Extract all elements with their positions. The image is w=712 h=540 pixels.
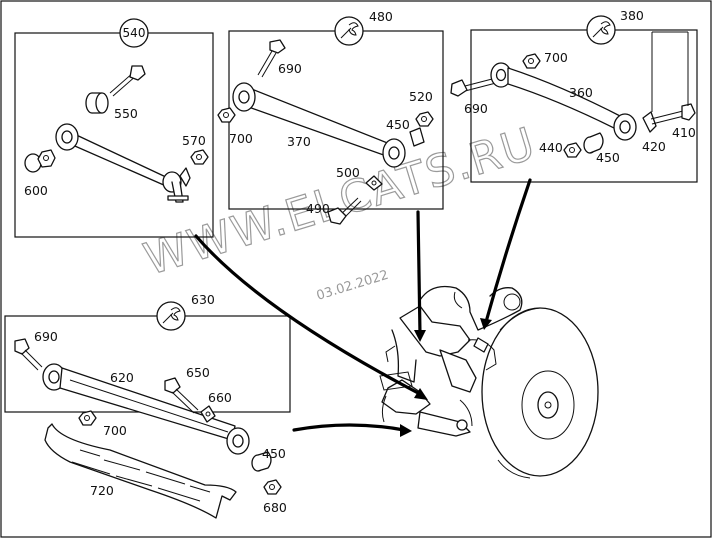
bolt-690-upper [257, 39, 286, 78]
label-720: 720 [90, 483, 114, 498]
washer-420 [642, 111, 657, 133]
label-490: 490 [306, 201, 330, 216]
wrench-icon [340, 22, 359, 39]
bolt-550 [109, 65, 146, 97]
nut-700-lower [78, 410, 97, 426]
arrow-head-480 [414, 330, 426, 342]
label-520: 520 [409, 89, 433, 104]
group-480: 480 690 370 700 520 450 500 [217, 9, 444, 225]
label-600: 600 [24, 183, 48, 198]
leader-540 [194, 234, 422, 396]
bolt-410 [650, 103, 696, 125]
bushing-450-right [583, 132, 604, 154]
label-660: 660 [208, 390, 232, 405]
box-540 [14, 32, 214, 238]
group-number-380: 380 [620, 8, 644, 23]
label-500: 500 [336, 165, 360, 180]
label-650: 650 [186, 365, 210, 380]
nut-600 [24, 149, 56, 173]
label-700-right: 700 [544, 50, 568, 65]
nut-570 [190, 149, 209, 165]
arrow-head-540 [414, 388, 428, 400]
wrench-icon [592, 21, 611, 38]
label-450-upper: 450 [386, 117, 410, 132]
nut-680 [263, 479, 282, 495]
label-690-upper: 690 [278, 61, 302, 76]
watermark-date: 03.02.2022 [315, 268, 391, 304]
label-450-right: 450 [596, 150, 620, 165]
nut-700-right [522, 53, 541, 69]
label-450-lower: 450 [262, 446, 286, 461]
washer-500 [365, 175, 383, 191]
label-440: 440 [539, 140, 563, 155]
label-360: 360 [569, 85, 593, 100]
wrench-icon [162, 307, 181, 324]
leader-380 [484, 178, 532, 324]
label-370: 370 [287, 134, 311, 149]
label-570: 570 [182, 133, 206, 148]
bolt-650 [164, 377, 199, 414]
washer-660 [200, 405, 216, 423]
group-380: 380 700 690 360 420 410 [450, 8, 698, 183]
trailing-link-540 [55, 123, 191, 203]
label-690-lower: 690 [34, 329, 58, 344]
group-number-630: 630 [191, 292, 215, 307]
label-690-right: 690 [464, 101, 488, 116]
group-number-circle-540 [119, 18, 149, 48]
bushing-450-lower [251, 451, 272, 472]
leader-480 [416, 210, 422, 336]
label-700-upper: 700 [229, 131, 253, 146]
bolt-690-lower [14, 338, 43, 371]
control-arm-360 [490, 62, 637, 141]
nut-440 [563, 142, 582, 158]
group-number-480: 480 [369, 9, 393, 24]
bushing-450-upper [409, 127, 425, 147]
arrow-head-630 [400, 424, 412, 437]
group-630: 630 690 620 650 660 [4, 292, 291, 455]
bolt-490 [327, 197, 362, 225]
cover-plate-720 [44, 423, 237, 519]
bushing-550 [85, 92, 109, 114]
label-550: 550 [114, 106, 138, 121]
group-number-540: 540 [123, 26, 146, 40]
leader-630 [292, 423, 406, 432]
bolt-690-right [450, 77, 497, 97]
nut-700-upper [217, 107, 236, 123]
control-arm-620 [42, 363, 250, 455]
control-arm-370 [232, 82, 406, 168]
label-700-lower: 700 [103, 423, 127, 438]
nut-520 [415, 111, 434, 127]
box-380 [470, 29, 698, 183]
leader-arrows [194, 178, 532, 437]
label-420: 420 [642, 139, 666, 154]
group-540: 540 550 570 [14, 18, 214, 238]
label-680: 680 [263, 500, 287, 515]
brake-disc [481, 307, 599, 477]
arrow-head-380 [480, 318, 492, 330]
label-620: 620 [110, 370, 134, 385]
label-410: 410 [672, 125, 696, 140]
